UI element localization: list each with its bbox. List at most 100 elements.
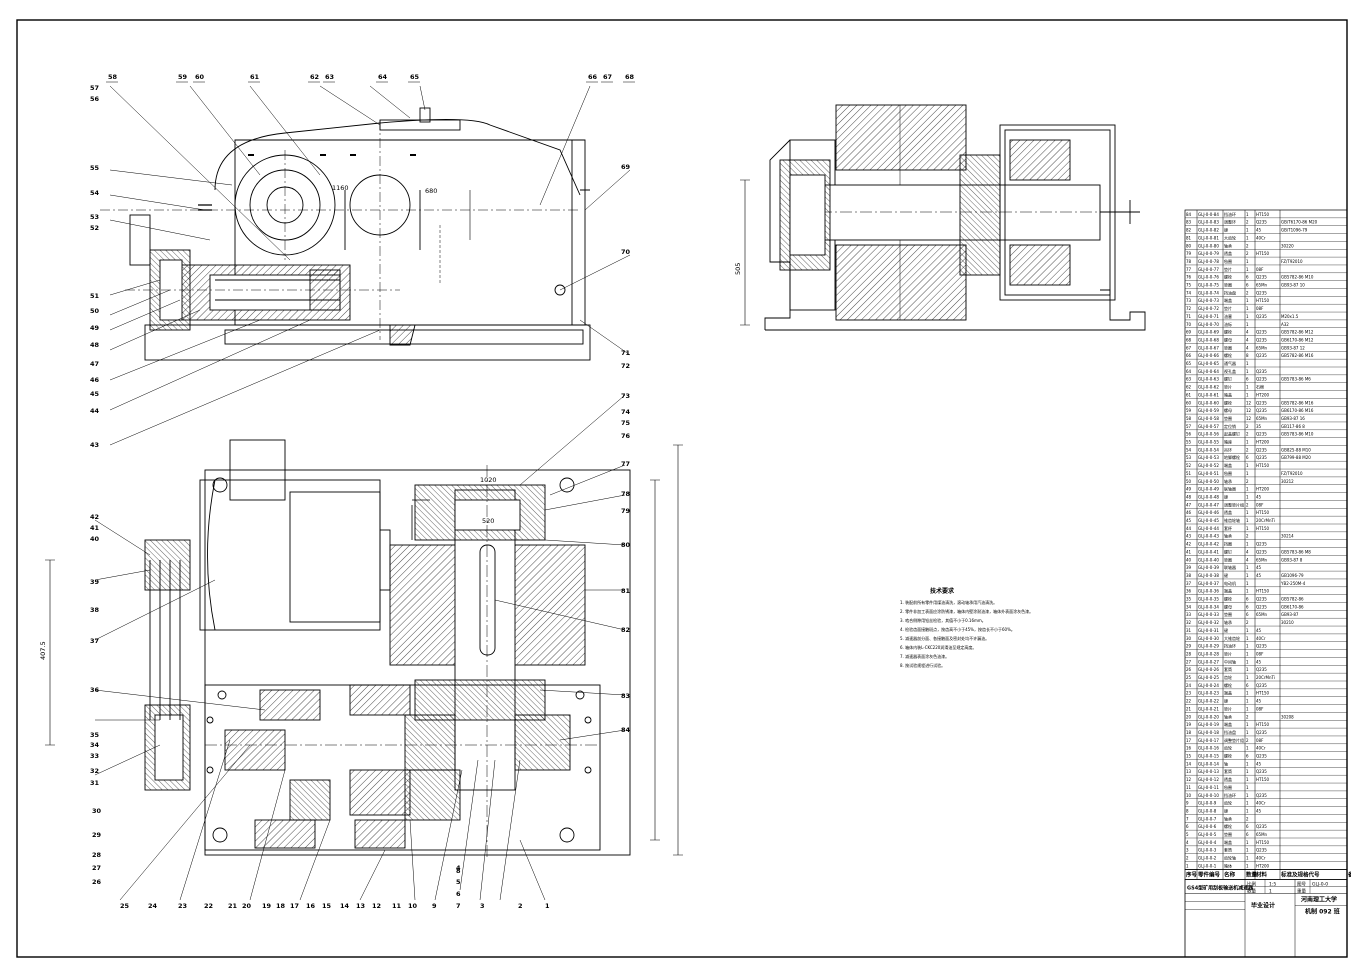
parts-cell: 71: [1186, 314, 1192, 319]
parts-cell: 60: [1186, 400, 1192, 405]
parts-cell: 端盖: [1224, 297, 1232, 303]
parts-cell: 螺栓: [1224, 753, 1232, 759]
parts-cell: GLJ-0-0-42: [1198, 542, 1219, 547]
parts-cell: GB5782-86: [1281, 597, 1304, 602]
parts-cell: 55: [1186, 440, 1192, 445]
parts-cell: GLJ-0-0-58: [1198, 416, 1219, 421]
parts-cell: 套筒: [1224, 847, 1232, 853]
count-label: 数量: [1247, 887, 1256, 894]
school-name: 河南理工大学: [1301, 895, 1337, 903]
balloon-33: 33: [90, 752, 99, 760]
parts-cell: GB5782-86 M10: [1281, 275, 1314, 280]
parts-cell: 62: [1186, 385, 1192, 390]
parts-cell: 1: [1246, 510, 1249, 515]
parts-cell: GLJ-0-0-28: [1198, 651, 1219, 656]
parts-cell: 72: [1186, 306, 1192, 311]
parts-cell: 65Mn: [1256, 612, 1268, 617]
parts-cell: 27: [1186, 659, 1192, 664]
parts-cell: 1: [1246, 644, 1249, 649]
balloon-20: 20: [242, 902, 252, 910]
balloon-47: 47: [90, 360, 99, 368]
parts-cell: GLJ-0-0-59: [1198, 408, 1219, 413]
parts-cell: 2: [1246, 220, 1249, 225]
parts-cell: Q235: [1256, 683, 1267, 688]
parts-cell: 1: [1246, 808, 1249, 813]
parts-cell: 螺栓: [1224, 596, 1232, 602]
parts-cell: GLJ-0-0-30: [1198, 636, 1219, 641]
dim-left-height: 407.5: [39, 641, 47, 660]
parts-cell: 2: [1246, 620, 1249, 625]
parts-cell: 垫圈: [1224, 556, 1232, 562]
parts-cell: 1: [1246, 298, 1249, 303]
parts-cell: GLJ-0-0-29: [1198, 644, 1219, 649]
parts-cell: GLJ-0-0-63: [1198, 377, 1219, 382]
parts-cell: 26: [1186, 667, 1192, 672]
parts-cell: 键: [1224, 493, 1228, 499]
parts-cell: 套筒: [1224, 768, 1232, 774]
parts-cell: GLJ-0-0-9: [1198, 801, 1217, 806]
parts-cell: 1: [1246, 722, 1249, 727]
parts-cell: 1: [1246, 730, 1249, 735]
parts-cell: GLJ-0-0-39: [1198, 565, 1219, 570]
parts-cell: 螺钉: [1224, 376, 1232, 382]
parts-cell: GB5782-86 M16: [1281, 353, 1314, 358]
parts-cell: 53: [1186, 455, 1192, 460]
parts-cell: 1: [1246, 659, 1249, 664]
parts-cell: 47: [1186, 502, 1192, 507]
parts-cell: 4: [1246, 549, 1249, 554]
parts-cell: GLJ-0-0-81: [1198, 235, 1219, 240]
parts-cell: 6: [1246, 455, 1249, 460]
parts-cell: 1: [1246, 542, 1249, 547]
parts-cell: YB2-250M-4: [1280, 581, 1306, 586]
parts-cell: GLJ-0-0-76: [1198, 275, 1219, 280]
parts-cell: GLJ-0-0-41: [1198, 549, 1219, 554]
parts-cell: GLJ-0-0-79: [1198, 251, 1219, 256]
parts-cell: 39: [1186, 565, 1192, 570]
parts-cell: 轴承: [1224, 713, 1232, 719]
parts-cell: 6: [1246, 275, 1249, 280]
parts-cell: Q235: [1256, 377, 1267, 382]
balloon-9: 9: [432, 902, 437, 910]
parts-cell: 40Cr: [1256, 746, 1266, 751]
balloon-26: 26: [92, 878, 102, 886]
plan-section: [45, 439, 683, 860]
parts-cell: GLJ-0-0-84: [1198, 212, 1219, 217]
parts-cell: 08F: [1256, 651, 1264, 656]
parts-cell: 30214: [1281, 534, 1294, 539]
parts-cell: 83: [1186, 220, 1192, 225]
balloon-17: 17: [290, 902, 299, 910]
balloon-52: 52: [90, 224, 99, 232]
parts-cell: 1: [1186, 863, 1189, 868]
balloon-38: 38: [90, 606, 100, 614]
parts-cell: GLJ-0-0-72: [1198, 306, 1219, 311]
parts-cell: 1: [1246, 793, 1249, 798]
parts-cell: 箱体: [1224, 862, 1232, 868]
parts-cell: GB6170-86 M16: [1281, 408, 1314, 413]
parts-cell: GLJ-0-0-17: [1198, 738, 1219, 743]
parts-cell: 1: [1246, 440, 1249, 445]
balloon-25: 25: [120, 902, 130, 910]
parts-cell: 32: [1186, 620, 1192, 625]
parts-cell: 1: [1246, 463, 1249, 468]
balloon-15: 15: [322, 902, 332, 910]
parts-cell: 31: [1186, 628, 1192, 633]
parts-cell: 40Cr: [1256, 636, 1266, 641]
parts-cell: HT150: [1256, 510, 1270, 515]
parts-cell: 螺栓: [1224, 399, 1232, 405]
balloon-4: 4: [456, 864, 461, 872]
